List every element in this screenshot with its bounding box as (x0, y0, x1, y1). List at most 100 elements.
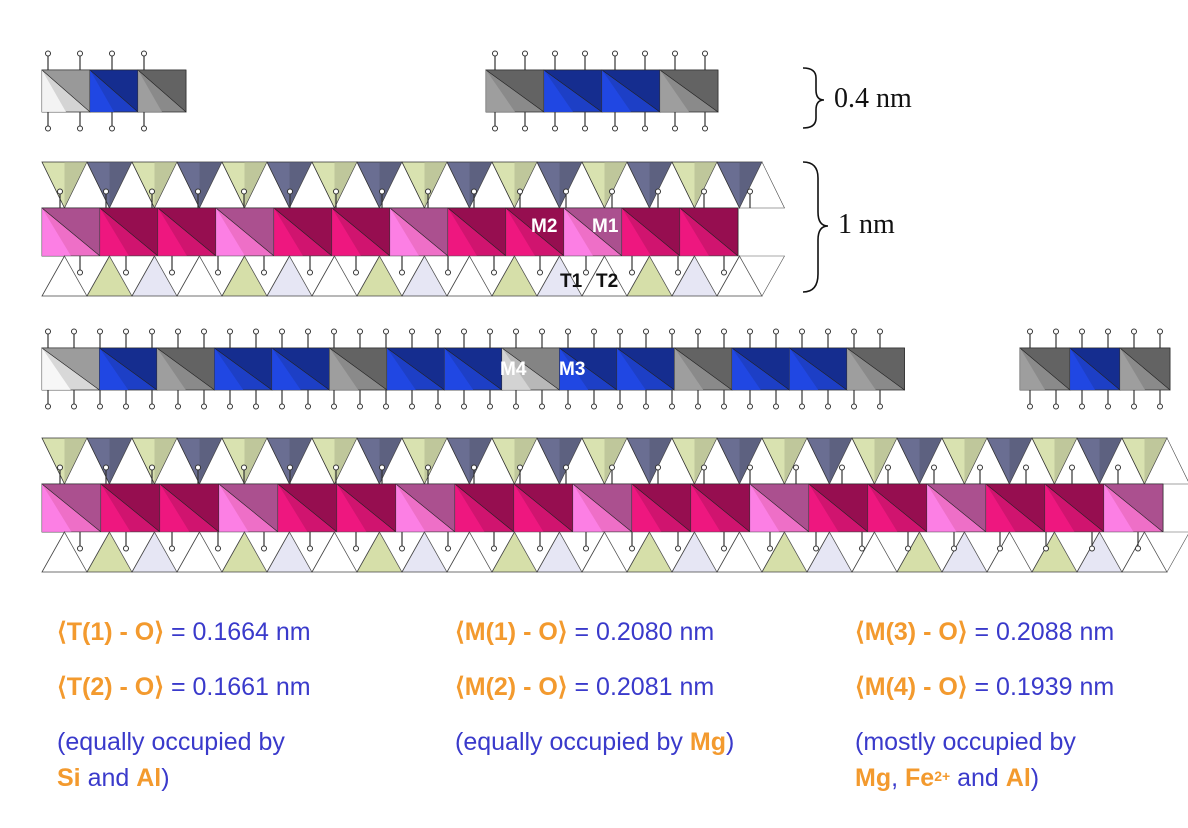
hydroxyl-atom (617, 328, 623, 335)
octahedron-face (660, 70, 689, 112)
hydroxyl-atom (747, 403, 753, 410)
hydroxyl-atom (227, 403, 233, 410)
hydroxyl-atom (537, 545, 543, 552)
hydroxyl-atom (195, 464, 201, 471)
hydroxyl-atom (513, 328, 519, 335)
octahedron-face (278, 484, 308, 532)
octahedron-face (564, 208, 593, 256)
hydroxyl-atom (261, 545, 267, 552)
hydroxyl-atom (522, 125, 528, 132)
octahedron-face (1020, 348, 1045, 390)
hydroxyl-atom (149, 403, 155, 410)
hydroxyl-atom (383, 403, 389, 410)
legend-note: (mostly occupied by Mg, Fe2+ and Al) (855, 728, 1076, 792)
legend-octahedral-brucite: ⟨M(3) - O⟩ = 0.2088 nm ⟨M(4) - O⟩ = 0.19… (855, 614, 1114, 796)
hydroxyl-atom (642, 125, 648, 132)
hydroxyl-atom (537, 269, 543, 276)
hydroxyl-atom (701, 464, 707, 471)
hydroxyl-atom (287, 464, 293, 471)
hydroxyl-atom (565, 328, 571, 335)
hydroxyl-atom (563, 188, 569, 195)
hydroxyl-atom (253, 403, 259, 410)
hydroxyl-atom (445, 545, 451, 552)
hydroxyl-atom (877, 328, 883, 335)
octahedron-face (390, 208, 419, 256)
octahedron-face (90, 70, 114, 112)
hydroxyl-atom (517, 188, 523, 195)
hydroxyl-atom (839, 464, 845, 471)
hydroxyl-atom (629, 269, 635, 276)
hydroxyl-atom (1157, 403, 1163, 410)
hydroxyl-atom (425, 464, 431, 471)
hydroxyl-atom (1053, 328, 1059, 335)
hydroxyl-atom (591, 403, 597, 410)
hydroxyl-atom (307, 545, 313, 552)
hydroxyl-atom (669, 403, 675, 410)
hydroxyl-atom (1079, 403, 1085, 410)
hydroxyl-atom (747, 328, 753, 335)
tetrahedron-gap (1144, 437, 1188, 485)
hydroxyl-atom (767, 545, 773, 552)
hydroxyl-atom (799, 403, 805, 410)
hydroxyl-atom (287, 188, 293, 195)
hydroxyl-atom (1053, 403, 1059, 410)
octahedron-face (1119, 347, 1171, 391)
hydroxyl-atom (487, 328, 493, 335)
hydroxyl-atom (175, 328, 181, 335)
legend-row: ⟨T(1) - O⟩ = 0.1664 nm (57, 618, 311, 646)
hydroxyl-atom (1069, 464, 1075, 471)
hydroxyl-atom (331, 403, 337, 410)
octahedron-face (847, 348, 876, 390)
hydroxyl-atom (357, 403, 363, 410)
octahedron-face (732, 348, 761, 390)
hydroxyl-atom (103, 188, 109, 195)
octahedron-face (679, 207, 739, 257)
octahedron-face (674, 348, 704, 390)
hydroxyl-atom (492, 125, 498, 132)
hydroxyl-atom (353, 269, 359, 276)
hydroxyl-atom (747, 188, 753, 195)
octahedron-face (274, 208, 303, 256)
hydroxyl-atom (591, 328, 597, 335)
octahedron-face (100, 208, 129, 256)
octahedron-face (502, 348, 531, 390)
hydroxyl-atom (1043, 545, 1049, 552)
legend-row: ⟨M(4) - O⟩ = 0.1939 nm (855, 673, 1115, 701)
hydroxyl-atom (71, 328, 77, 335)
site-label-t1: T1 (560, 271, 583, 292)
hydroxyl-atom (1079, 328, 1085, 335)
hydroxyl-atom (655, 464, 661, 471)
hydroxyl-atom (813, 545, 819, 552)
hydroxyl-atom (379, 188, 385, 195)
hydroxyl-atom (951, 545, 957, 552)
hydroxyl-atom (773, 403, 779, 410)
hydroxyl-atom (609, 188, 615, 195)
octahedron-face (1045, 484, 1075, 532)
hydroxyl-atom (642, 50, 648, 57)
hydroxyl-atom (643, 328, 649, 335)
hydroxyl-atom (141, 50, 147, 57)
hydroxyl-atom (773, 328, 779, 335)
hydroxyl-atom (672, 50, 678, 57)
hydroxyl-atom (617, 403, 623, 410)
hydroxyl-atom (643, 403, 649, 410)
octahedron-face (138, 70, 162, 112)
octahedron-face (42, 208, 71, 256)
hydroxyl-atom (997, 545, 1003, 552)
hydroxyl-atom (201, 403, 207, 410)
legend-note: (equally occupied by Mg) (455, 728, 735, 756)
site-label-m2: M2 (531, 216, 557, 237)
hydroxyl-atom (612, 125, 618, 132)
hydroxyl-atom (1115, 464, 1121, 471)
scale-label-tot: 1 nm (838, 209, 895, 240)
octahedron-face (514, 484, 544, 532)
hydroxyl-atom (109, 125, 115, 132)
hydroxyl-atom (109, 50, 115, 57)
hydroxyl-atom (799, 328, 805, 335)
hydroxyl-atom (227, 328, 233, 335)
octahedron-face (99, 348, 129, 390)
octahedron-face (1070, 348, 1095, 390)
hydroxyl-atom (491, 545, 497, 552)
hydroxyl-atom (563, 464, 569, 471)
